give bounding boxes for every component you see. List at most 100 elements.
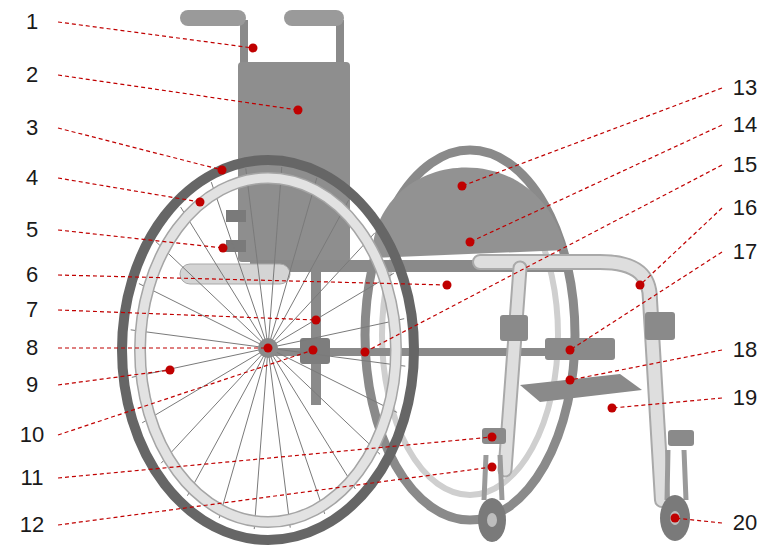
wheel-spoke xyxy=(268,348,325,514)
leader-lines xyxy=(58,437,492,478)
callout-dots xyxy=(312,316,321,325)
wheel-spoke xyxy=(268,167,282,348)
callout-number: 11 xyxy=(21,467,44,489)
wheel-spoke xyxy=(268,348,405,366)
leader-lines xyxy=(58,310,316,320)
rear-wheel xyxy=(140,178,396,522)
callout-number: 4 xyxy=(26,167,38,189)
wheel-spoke xyxy=(161,348,268,463)
callout-dots xyxy=(196,198,205,207)
callout-number: 18 xyxy=(733,339,757,361)
frame xyxy=(505,268,520,470)
callout-dots xyxy=(294,106,303,115)
caster-wheels xyxy=(478,450,690,542)
callout-dots xyxy=(608,404,617,413)
frame xyxy=(500,315,528,341)
frame xyxy=(480,262,662,500)
callout-dots xyxy=(361,348,370,357)
frame xyxy=(480,262,662,500)
callout-number: 14 xyxy=(733,114,757,136)
leader-lines xyxy=(58,178,200,202)
leader-lines xyxy=(640,208,722,285)
callout-number: 7 xyxy=(26,299,38,321)
callout-dots xyxy=(264,344,273,353)
callout-dots xyxy=(488,433,497,442)
frame xyxy=(180,262,694,500)
leader-lines xyxy=(58,128,222,170)
caster-wheels xyxy=(667,450,686,500)
frame xyxy=(545,338,615,360)
callout-dots xyxy=(466,238,475,247)
wheel-spoke xyxy=(181,207,268,348)
leader-lines xyxy=(58,370,170,385)
callout-dots xyxy=(636,281,645,290)
wheel-spoke xyxy=(268,273,394,348)
leader-lines xyxy=(58,467,492,525)
caster-wheels xyxy=(487,513,497,527)
wheel-spoke xyxy=(131,330,268,348)
leader-lines xyxy=(570,252,722,350)
callout-number: 13 xyxy=(733,77,757,99)
leader-lines xyxy=(470,125,722,242)
backrest xyxy=(284,10,344,26)
wheel-spoke xyxy=(268,319,404,348)
callout-number: 6 xyxy=(26,264,38,286)
callout-number: 2 xyxy=(26,64,38,86)
callout-number: 5 xyxy=(26,219,38,241)
callout-dots xyxy=(458,182,467,191)
wheel-spoke xyxy=(268,178,317,348)
callout-dots xyxy=(166,44,680,523)
frame xyxy=(645,312,675,340)
backrest xyxy=(226,240,246,252)
leader-lines xyxy=(58,22,722,525)
callout-number: 1 xyxy=(26,11,38,33)
leader-lines xyxy=(58,75,298,110)
leader-lines xyxy=(675,518,722,523)
callout-dots xyxy=(218,166,227,175)
wheel-spoke xyxy=(268,348,290,528)
callout-number: 9 xyxy=(26,374,38,396)
frame xyxy=(505,268,520,470)
callout-number: 17 xyxy=(733,241,757,263)
wheel-spoke xyxy=(246,168,268,348)
caster-wheels xyxy=(478,498,506,542)
callout-number: 15 xyxy=(733,154,757,176)
callout-number: 8 xyxy=(26,337,38,359)
callout-dots xyxy=(671,514,680,523)
callout-dots xyxy=(249,44,258,53)
side-guard xyxy=(372,167,566,258)
leader-lines xyxy=(58,22,253,48)
wheel-spoke xyxy=(268,348,397,412)
callout-dots xyxy=(443,281,452,290)
leader-lines xyxy=(365,165,722,352)
wheel-spoke xyxy=(139,284,268,348)
callout-dots xyxy=(219,244,228,253)
frame xyxy=(482,428,506,444)
callout-dots xyxy=(566,346,575,355)
callout-number: 10 xyxy=(20,424,44,446)
leader-lines xyxy=(58,347,268,348)
caster-wheels xyxy=(660,495,690,541)
wheel-spoke xyxy=(268,348,355,489)
leader-lines xyxy=(58,275,447,285)
wheel-spoke xyxy=(268,233,375,348)
backrest xyxy=(180,10,350,262)
leader-lines xyxy=(58,230,223,248)
frame xyxy=(300,338,330,364)
callout-number: 20 xyxy=(733,512,757,534)
leader-lines xyxy=(570,350,722,380)
caster-wheels xyxy=(484,455,502,500)
callout-dots xyxy=(488,463,497,472)
backrest xyxy=(226,210,246,222)
leader-lines xyxy=(58,350,313,435)
callout-number: 19 xyxy=(733,387,757,409)
callout-number: 12 xyxy=(20,514,44,536)
backrest xyxy=(180,10,246,26)
rear-wheel xyxy=(140,178,396,522)
wheel-spoke xyxy=(254,348,268,529)
callout-dots xyxy=(566,376,575,385)
caster-wheels xyxy=(670,511,680,525)
leader-lines xyxy=(462,88,722,186)
